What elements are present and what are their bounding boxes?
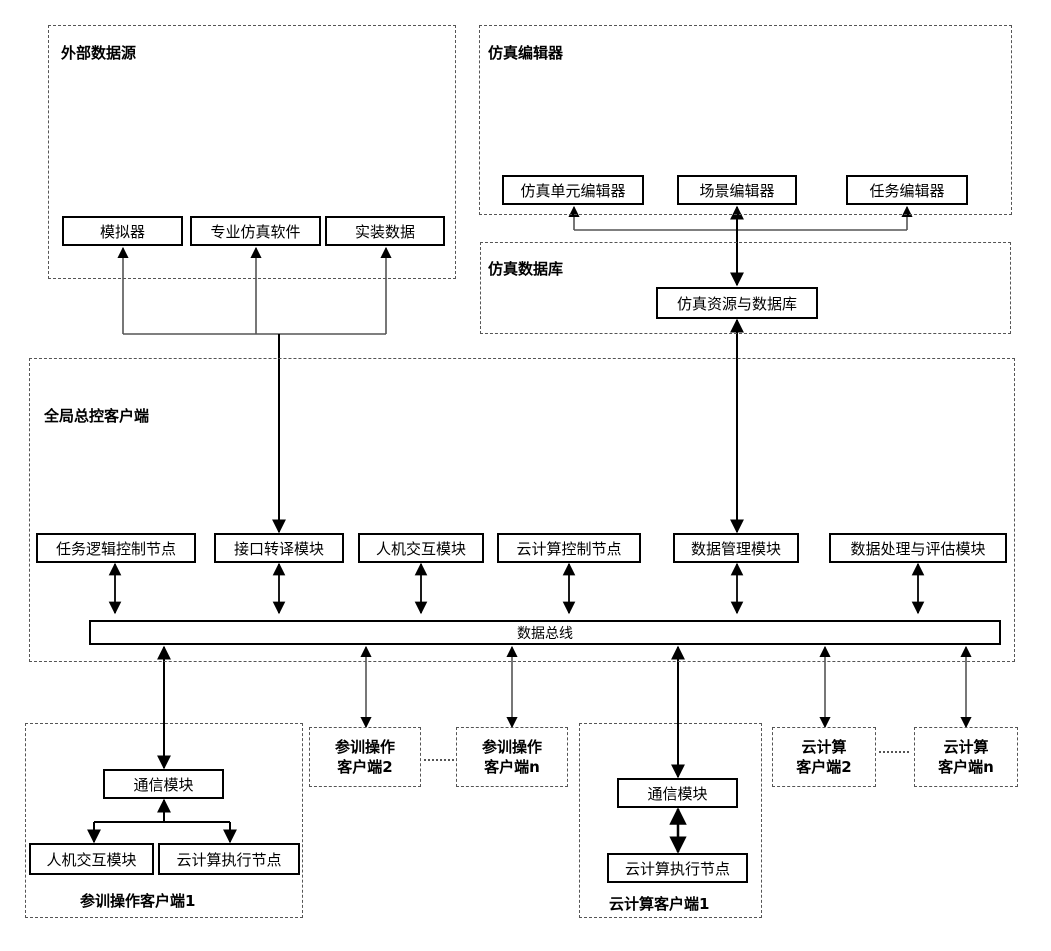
external-fan-lines bbox=[117, 246, 392, 335]
cloud-client-n-line2: 客户端n bbox=[938, 758, 994, 776]
cloud-control-node-box: 云计算控制节点 bbox=[497, 533, 641, 563]
trainee-client1-group bbox=[25, 723, 303, 918]
cloud-client1-group bbox=[579, 723, 762, 918]
hmi-module-box: 人机交互模块 bbox=[358, 533, 484, 563]
sim-unit-editor-box: 仿真单元编辑器 bbox=[502, 175, 644, 205]
interface-translation-box: 接口转译模块 bbox=[214, 533, 344, 563]
pro-sim-software-box: 专业仿真软件 bbox=[190, 216, 321, 246]
sim-editor-title: 仿真编辑器 bbox=[488, 44, 564, 62]
trainee-client2-line1: 参训操作 bbox=[334, 738, 395, 756]
cloud-client-n-line1: 云计算 bbox=[943, 738, 989, 756]
cloud-ellipsis bbox=[879, 751, 909, 753]
cloud-client2-line1: 云计算 bbox=[801, 738, 847, 756]
module-bus-arrows bbox=[108, 562, 925, 615]
global-control-group bbox=[29, 358, 1015, 662]
trainee1-comm-module-box: 通信模块 bbox=[103, 769, 224, 799]
cloud-client2-line2: 客户端2 bbox=[796, 758, 852, 776]
task-editor-box: 任务编辑器 bbox=[846, 175, 968, 205]
trainee1-internal-lines bbox=[87, 798, 237, 844]
trainee-ellipsis bbox=[424, 759, 454, 761]
sim-editor-group bbox=[479, 25, 1012, 215]
simulator-box: 模拟器 bbox=[62, 216, 183, 246]
external-sources-group bbox=[48, 25, 456, 279]
cloud-client-n-box: 云计算 客户端n bbox=[914, 727, 1018, 787]
sim-database-title: 仿真数据库 bbox=[488, 260, 564, 278]
trainee-client2-box: 参训操作 客户端2 bbox=[309, 727, 421, 787]
equipment-data-box: 实装数据 bbox=[325, 216, 445, 246]
trainee-client2-line2: 客户端2 bbox=[337, 758, 393, 776]
cloud1-comm-module-box: 通信模块 bbox=[617, 778, 738, 808]
data-bus: 数据总线 bbox=[89, 620, 1001, 645]
sim-database-group bbox=[480, 242, 1011, 334]
cloud-client2-box: 云计算 客户端2 bbox=[772, 727, 876, 787]
cloud1-exec-node-box: 云计算执行节点 bbox=[607, 853, 748, 883]
trainee1-hmi-box: 人机交互模块 bbox=[29, 843, 154, 875]
trainee-client-n-line1: 参训操作 bbox=[481, 738, 542, 756]
sim-resource-db-box: 仿真资源与数据库 bbox=[656, 287, 818, 319]
global-control-title: 全局总控客户端 bbox=[44, 407, 150, 425]
trainee-client1-title: 参训操作客户端1 bbox=[80, 892, 196, 910]
trainee-client-n-box: 参训操作 客户端n bbox=[456, 727, 568, 787]
task-logic-node-box: 任务逻辑控制节点 bbox=[36, 533, 196, 563]
data-management-box: 数据管理模块 bbox=[673, 533, 799, 563]
scene-editor-box: 场景编辑器 bbox=[677, 175, 797, 205]
cloud-client1-title: 云计算客户端1 bbox=[609, 895, 710, 913]
trainee1-exec-node-box: 云计算执行节点 bbox=[158, 843, 300, 875]
data-processing-box: 数据处理与评估模块 bbox=[829, 533, 1007, 563]
trainee-client-n-line2: 客户端n bbox=[484, 758, 540, 776]
external-sources-title: 外部数据源 bbox=[61, 44, 137, 62]
